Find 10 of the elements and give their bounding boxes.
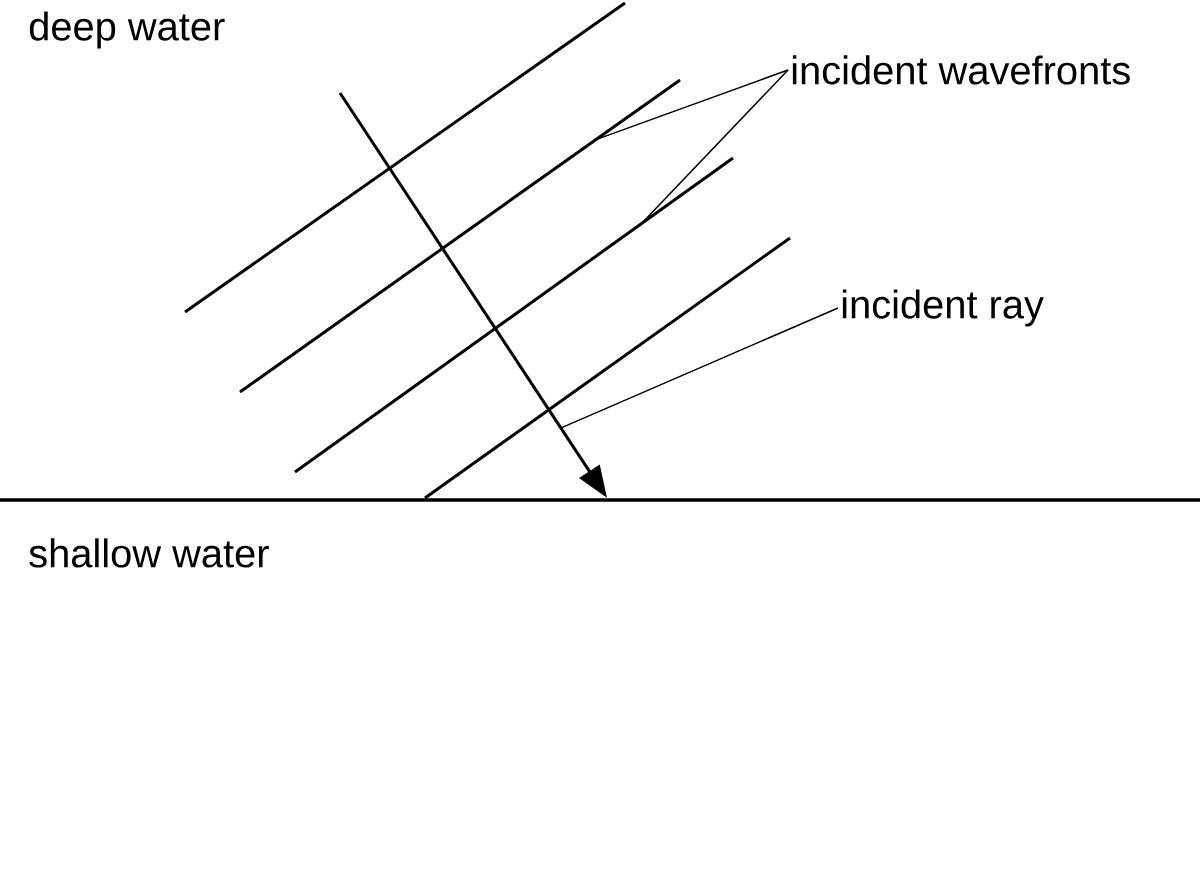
leader-line <box>560 307 839 429</box>
region-label: deep water <box>29 11 225 49</box>
wavefront-line <box>424 236 791 500</box>
region-label: shallow water <box>29 538 269 568</box>
wavefront-line <box>294 156 734 474</box>
wavefront-line <box>239 78 681 394</box>
leader-line <box>594 69 789 141</box>
leader-line <box>642 69 789 223</box>
callout-label: incident wavefronts <box>792 55 1130 85</box>
callout-label: incident ray <box>842 289 1044 327</box>
